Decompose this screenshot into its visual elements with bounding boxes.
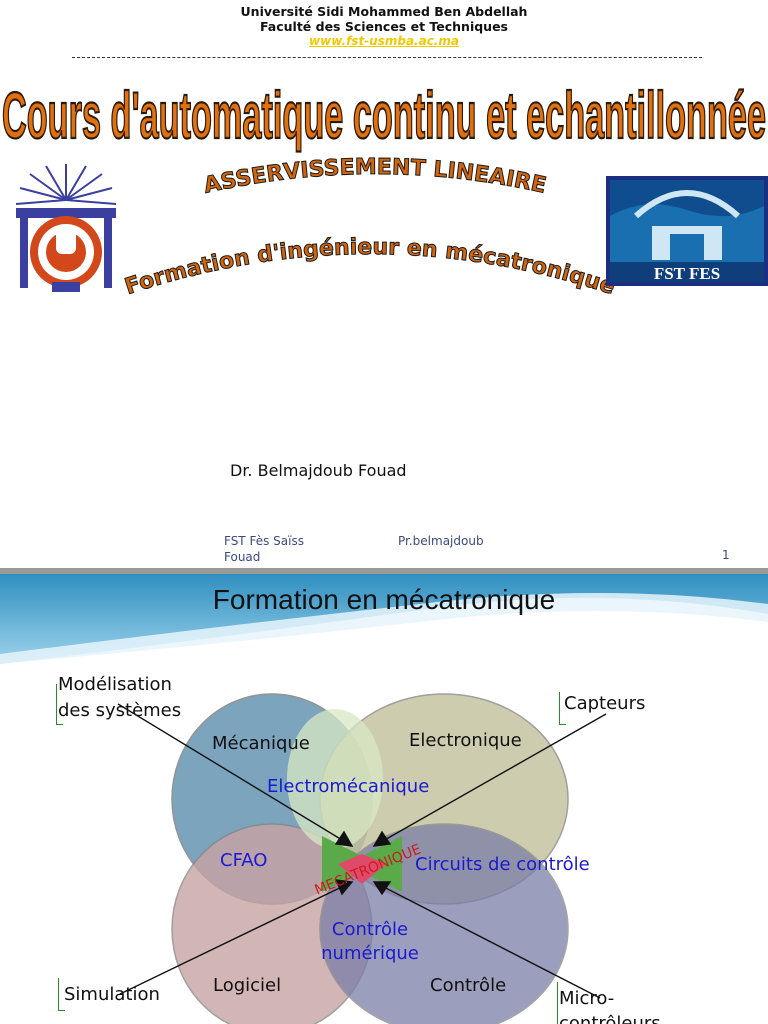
label-simulation: Simulation	[64, 984, 160, 1005]
label-capteurs: Capteurs	[564, 693, 646, 714]
slide-separator	[0, 568, 768, 574]
wave-header	[0, 574, 768, 664]
author-name: Dr. Belmajdoub Fouad	[230, 461, 407, 480]
label-micro-2: contrôleurs	[559, 1013, 661, 1024]
fst-logo: FST FES	[606, 176, 768, 286]
bracket-modelisation	[56, 684, 63, 725]
bracket-simulation	[58, 978, 65, 1011]
label-modelisation-2: des systèmes	[58, 700, 182, 721]
center-red-region	[338, 854, 386, 884]
program-text: Formation d'ingénieur en mécatronique	[121, 234, 618, 300]
title-slide: Université Sidi Mohammed Ben Abdellah Fa…	[0, 4, 768, 564]
label-numerique-line2: numérique	[321, 943, 419, 964]
overlap-electromecanique	[287, 709, 383, 849]
bracket-micro	[557, 982, 564, 1024]
venn-diagram: MECATRONIQUE	[117, 693, 607, 1024]
subtitle-arc: ASSERVISSEMENT LINEAIRE	[201, 154, 549, 199]
label-electromecanique: Electromécanique	[267, 776, 430, 797]
university-name: Université Sidi Mohammed Ben Abdellah	[240, 4, 528, 19]
program-arc: Formation d'ingénieur en mécatronique	[121, 234, 618, 300]
label-electronique: Electronique	[409, 730, 522, 751]
mecatronique-slide: Formation en mécatronique MECATRONIQUE M…	[0, 574, 768, 1024]
label-numerique-line1: Contrôle	[331, 919, 409, 940]
svg-text:ASSERVISSEMENT LINEAIRE: ASSERVISSEMENT LINEAIRE	[202, 155, 549, 199]
label-circuits: Circuits de contrôle	[415, 854, 590, 875]
label-logiciel: Logiciel	[213, 975, 282, 996]
slide-title: Formation en mécatronique	[212, 584, 556, 615]
website-link[interactable]: www.fst-usmba.ac.ma	[309, 34, 459, 48]
label-mecanique: Mécanique	[212, 733, 310, 754]
svg-text:Formation d'ingénieur en mécat: Formation d'ingénieur en mécatronique	[122, 235, 618, 300]
bracket-capteurs	[559, 692, 566, 725]
footer-left-1: FST Fès Saïss	[224, 534, 304, 548]
label-controle: Contrôle	[430, 975, 507, 996]
label-numerique: Contrôle numérique	[310, 918, 430, 966]
subtitle-text: ASSERVISSEMENT LINEAIRE	[201, 154, 549, 199]
course-title: Cours d'automatique continu et echantill…	[1, 77, 767, 153]
page-number: 1	[722, 548, 730, 562]
label-modelisation-1: Modélisation	[58, 674, 172, 695]
fst-logo-text: FST FES	[654, 264, 720, 283]
label-cfao: CFAO	[220, 850, 268, 871]
label-micro-1: Micro-	[559, 988, 615, 1009]
course-title-text: Cours d'automatique continu et echantill…	[2, 78, 766, 152]
header-divider	[72, 57, 702, 58]
faculty-name: Faculté des Sciences et Techniques	[259, 19, 509, 34]
university-logo	[15, 164, 117, 292]
footer-center: Pr.belmajdoub	[398, 534, 484, 548]
footer-left-2: Fouad	[224, 550, 261, 564]
